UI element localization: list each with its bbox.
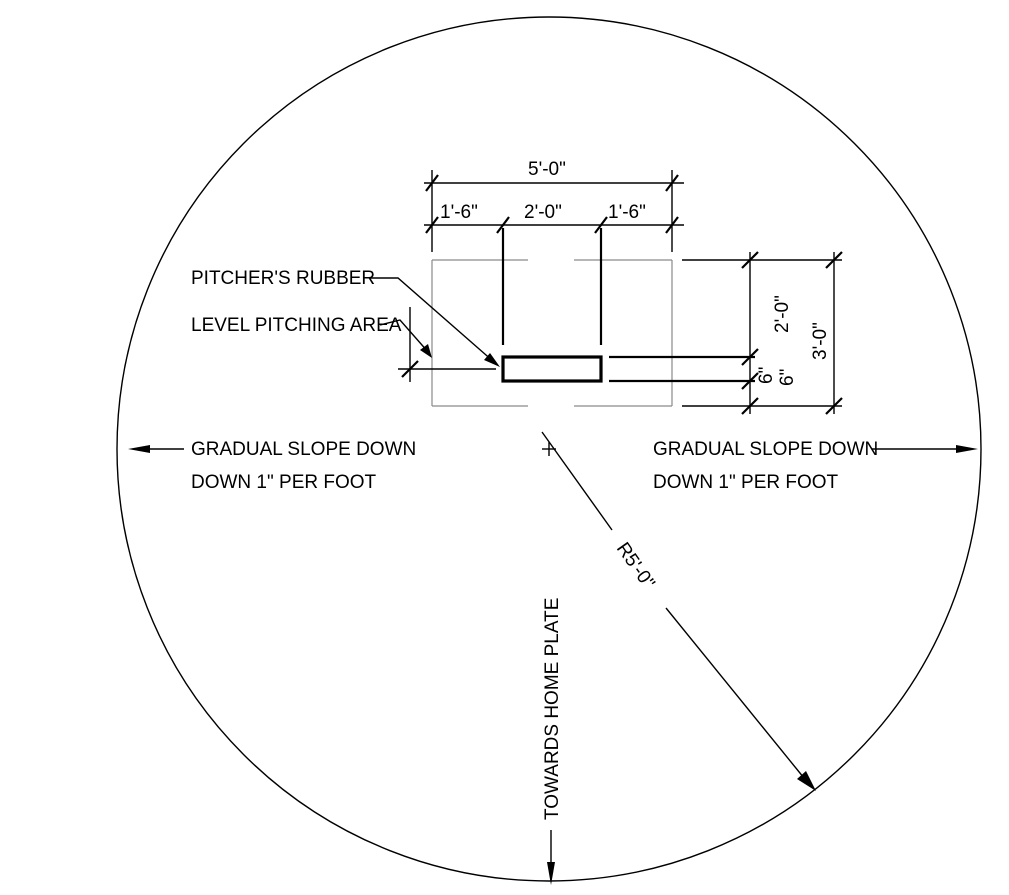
pitchers-rubber-label: PITCHER'S RUBBER bbox=[191, 268, 375, 289]
slope-right-line2: DOWN 1" PER FOOT bbox=[653, 472, 839, 493]
right-dimension-3ft bbox=[825, 251, 843, 415]
slope-left-line1: GRADUAL SLOPE DOWN bbox=[191, 439, 416, 460]
right-dimension-chain bbox=[741, 251, 759, 415]
home-plate-arrow bbox=[547, 830, 555, 885]
dim-right-label: 1'-6" bbox=[608, 202, 646, 223]
slope-right-line1: GRADUAL SLOPE DOWN bbox=[653, 439, 878, 460]
radius-label: R5'-0" bbox=[612, 539, 659, 593]
level-pitching-area-label: LEVEL PITCHING AREA bbox=[191, 315, 402, 336]
dim-6in-a-label: 6" bbox=[756, 367, 777, 384]
dimension-5ft bbox=[424, 170, 684, 252]
level-pitching-area-outline bbox=[431, 259, 673, 407]
dim-center-label: 2'-0" bbox=[524, 202, 562, 223]
slope-left-line2: DOWN 1" PER FOOT bbox=[191, 472, 377, 493]
right-slope-arrow bbox=[872, 445, 978, 453]
dim-3ft-label: 3'-0" bbox=[810, 322, 831, 360]
dim-2ft-label: 2'-0" bbox=[772, 295, 793, 333]
dimension-segments bbox=[424, 216, 684, 234]
towards-home-plate-label: TOWARDS HOME PLATE bbox=[542, 598, 563, 820]
pitchers-rubber bbox=[501, 355, 603, 383]
left-offset-dimension bbox=[398, 307, 496, 382]
dim-6in-b-label: 6" bbox=[777, 369, 798, 386]
radius-leader bbox=[541, 431, 816, 791]
left-slope-arrow bbox=[128, 445, 184, 453]
mound-circle bbox=[116, 16, 982, 882]
dim-left-label: 1'-6" bbox=[440, 202, 478, 223]
dim-overall-width-label: 5'-0" bbox=[528, 159, 566, 180]
